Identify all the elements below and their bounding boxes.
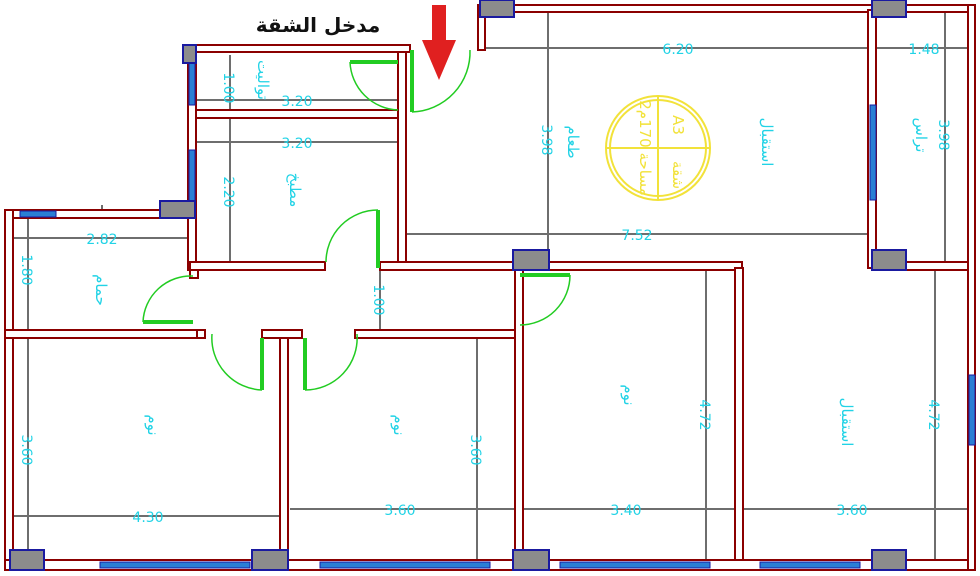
dim-reception-height: 4.72 xyxy=(925,399,941,430)
dim-toilet-width: 3.20 xyxy=(281,94,312,110)
dim-bath-height: 1.80 xyxy=(18,254,34,285)
room-bedroom-1: نوم xyxy=(144,414,162,435)
entrance-door[interactable] xyxy=(349,49,471,113)
window xyxy=(19,210,57,218)
window xyxy=(559,561,711,569)
dim-toilet-height: 1.00 xyxy=(220,72,236,103)
dim-bed2-width: 3.60 xyxy=(384,503,415,519)
columns xyxy=(9,0,907,571)
dim-mid-width: 7.52 xyxy=(621,228,652,244)
walls xyxy=(4,4,976,571)
dim-kitchen-width: 3.20 xyxy=(281,136,312,152)
kitchen-door[interactable] xyxy=(325,209,380,268)
window xyxy=(319,561,491,569)
dim-terrace-width: 1.48 xyxy=(908,42,939,58)
window xyxy=(759,561,861,569)
column xyxy=(182,44,197,64)
entrance-label: مدخل الشقة xyxy=(256,13,380,37)
dim-bed3-width: 3.40 xyxy=(610,503,641,519)
stamp-unit: A3 xyxy=(669,115,687,135)
dim-bath-width: 2.82 xyxy=(86,232,117,248)
dim-terrace-height: 3.98 xyxy=(935,119,951,150)
dim-dining-height: 3.98 xyxy=(538,124,554,155)
bedroom3-door[interactable] xyxy=(519,273,571,326)
column xyxy=(9,549,45,571)
column xyxy=(251,549,289,571)
room-dining: طعام xyxy=(564,125,582,158)
dim-reception-width: 3.60 xyxy=(836,503,867,519)
dim-kitchen-height: 2.20 xyxy=(220,176,236,207)
entrance-arrow-icon xyxy=(422,5,456,80)
column xyxy=(512,549,550,571)
room-bedroom-3: نوم xyxy=(620,384,638,405)
room-terrace: تراس xyxy=(912,118,930,153)
room-labels: تواليت مطبخ حمام طعام استقبال تراس نوم ن… xyxy=(92,60,930,446)
window xyxy=(869,104,877,201)
window xyxy=(188,149,196,206)
column xyxy=(871,249,907,271)
room-kitchen: مطبخ xyxy=(286,173,304,208)
column xyxy=(871,0,907,18)
stamp-label: شقة xyxy=(669,161,687,189)
dim-bed1-height: 3.60 xyxy=(18,434,34,465)
bathroom-door[interactable] xyxy=(142,275,194,324)
room-toilet: تواليت xyxy=(254,60,272,100)
dim-bed3-height: 4.72 xyxy=(696,399,712,430)
column xyxy=(512,249,550,271)
dimension-lines xyxy=(10,5,968,560)
dim-bed2-height: 3.60 xyxy=(467,434,483,465)
room-bathroom: حمام xyxy=(92,274,110,306)
dimension-labels: 1.00 3.20 3.20 2.20 2.82 1.80 1.00 3.98 … xyxy=(18,42,951,526)
dim-top-width: 6.20 xyxy=(662,42,693,58)
window xyxy=(188,59,196,106)
room-bedroom-2: نوم xyxy=(390,414,408,435)
window xyxy=(968,374,976,446)
dim-bed1-width: 4.30 xyxy=(132,510,163,526)
column xyxy=(871,549,907,571)
column xyxy=(479,0,515,18)
bedroom2-door[interactable] xyxy=(303,333,358,391)
doors[interactable] xyxy=(142,49,571,391)
stamp-area: مساحة 170م2 xyxy=(636,100,654,196)
room-reception-top: استقبال xyxy=(758,118,776,167)
windows xyxy=(19,59,976,569)
bedroom1-door[interactable] xyxy=(211,333,264,391)
apartment-stamp: A3 شقة مساحة 170م2 xyxy=(605,95,711,201)
dim-corridor-height: 1.00 xyxy=(370,284,386,315)
column xyxy=(159,200,196,219)
window xyxy=(99,561,251,569)
room-reception-bottom: استقبال xyxy=(838,398,856,447)
